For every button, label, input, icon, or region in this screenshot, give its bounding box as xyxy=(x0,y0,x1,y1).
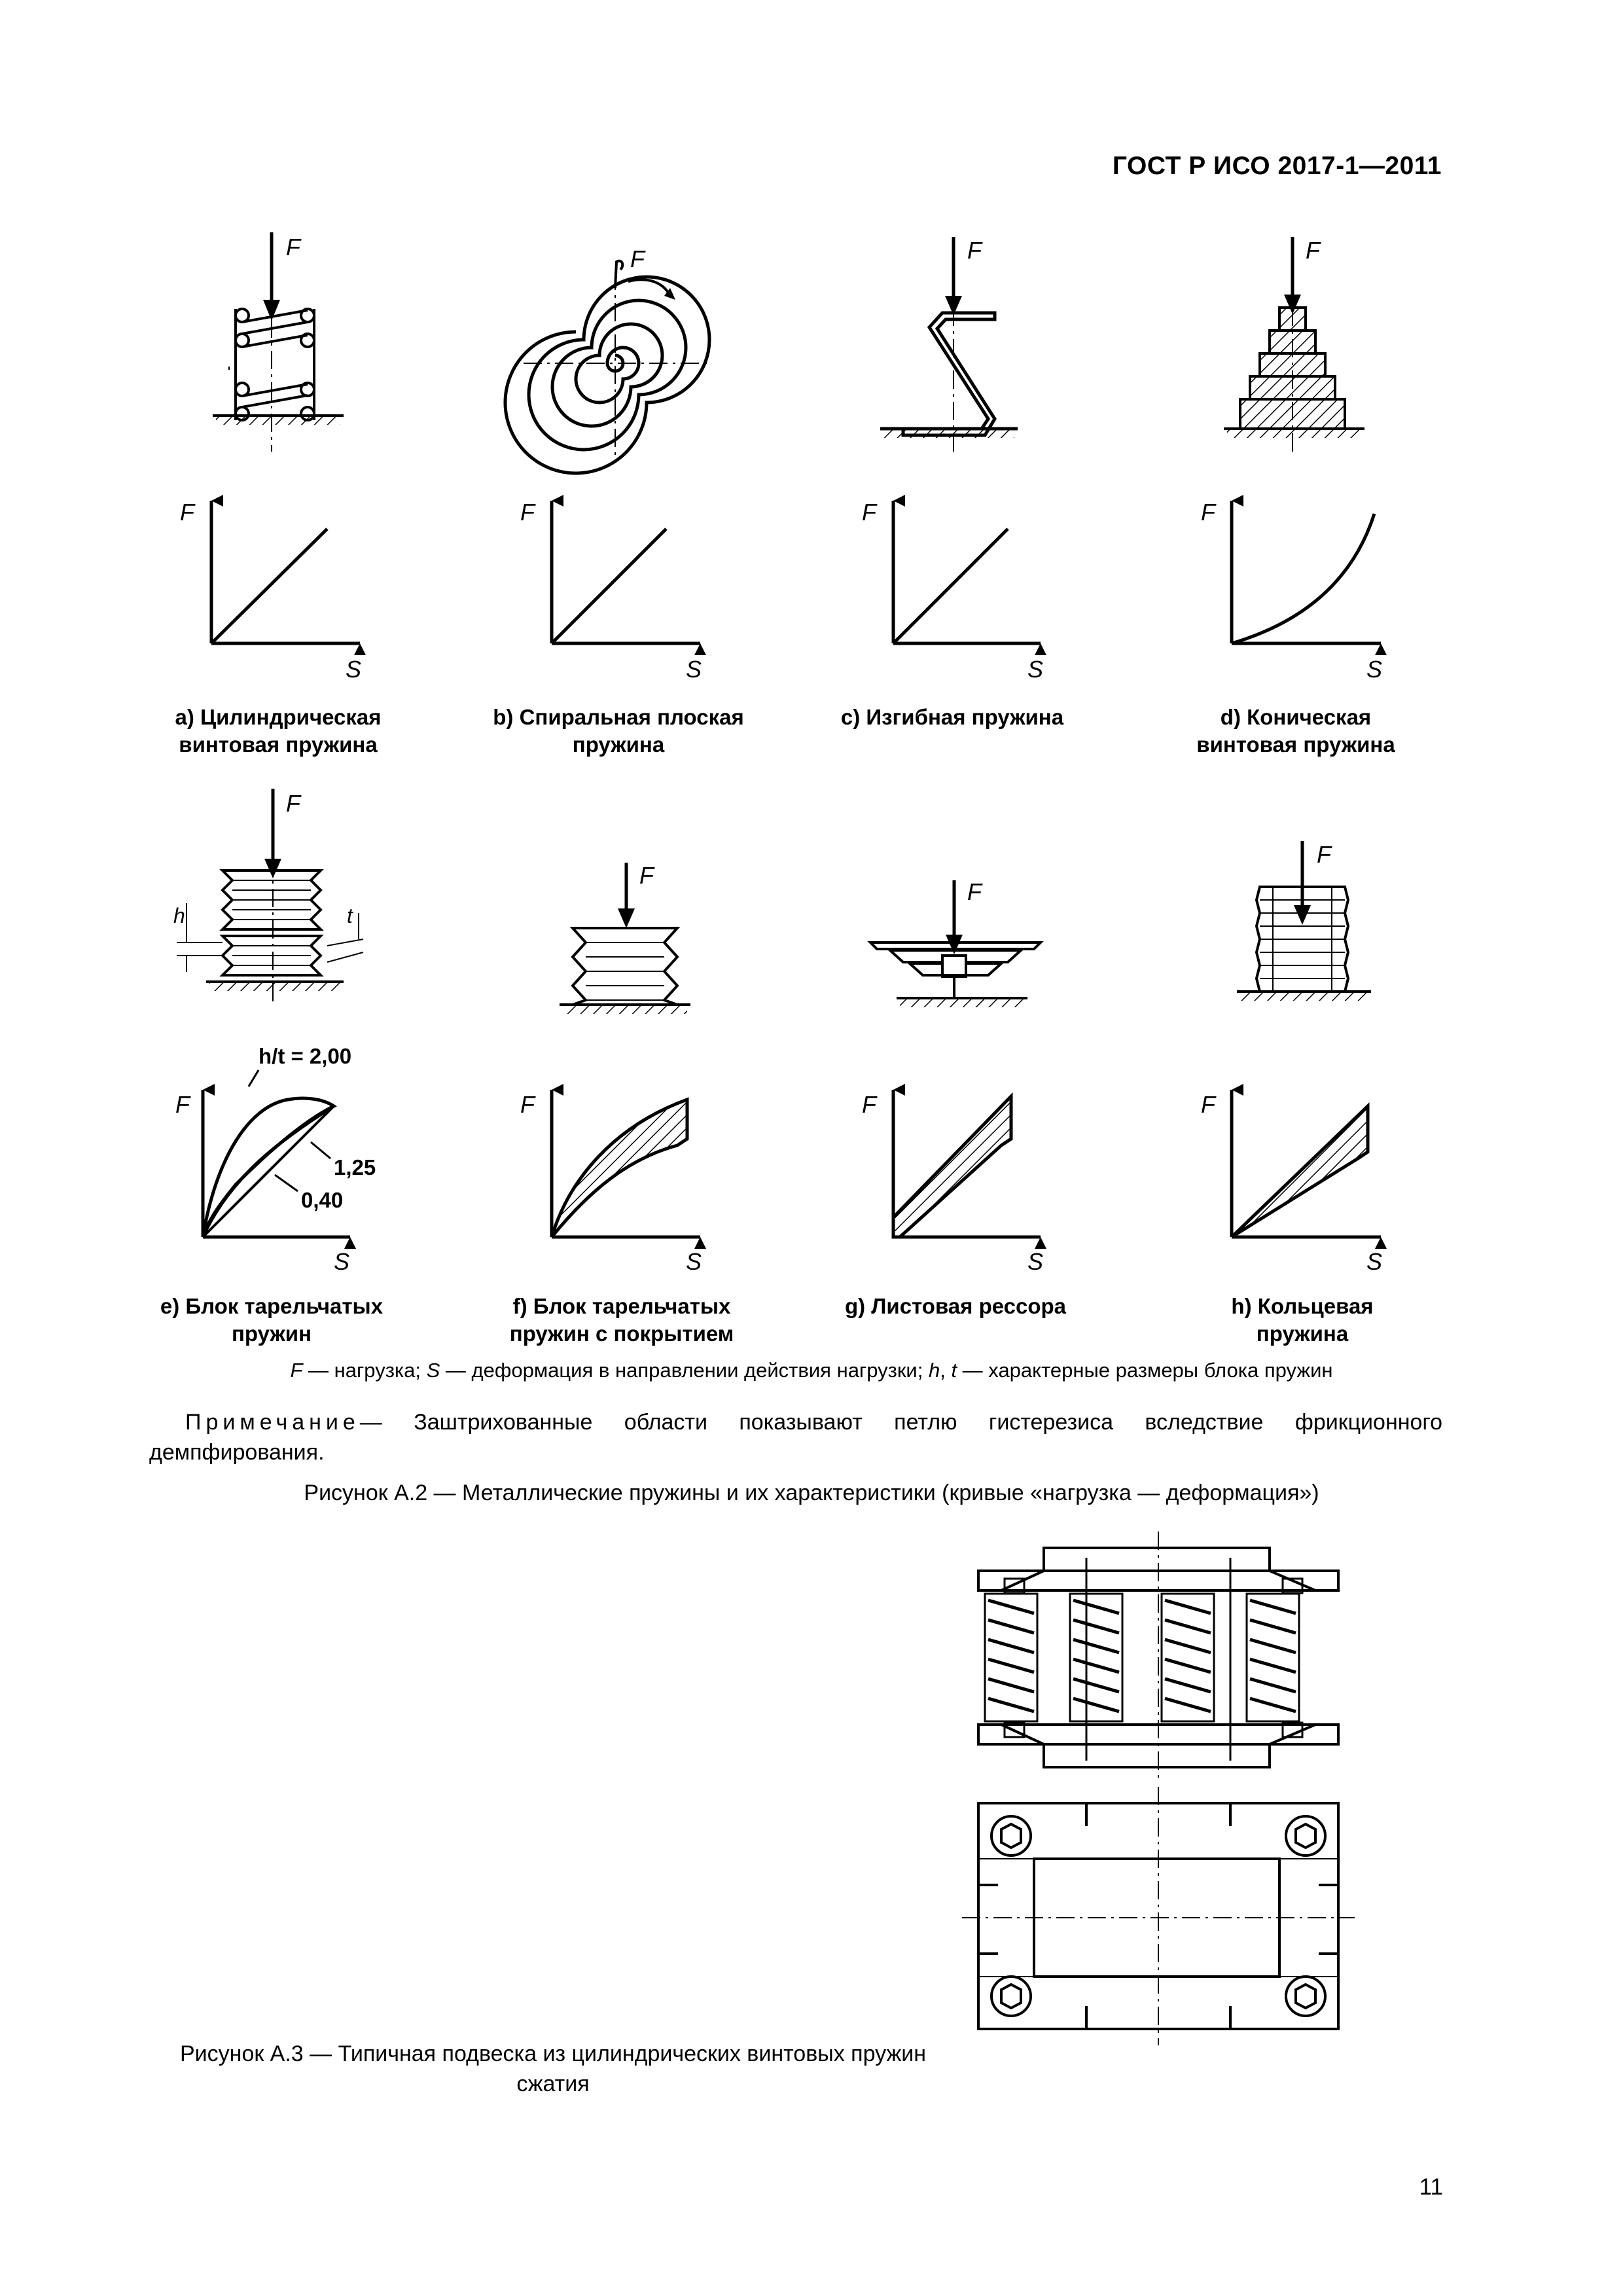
sketch-bending-spring xyxy=(880,237,1018,452)
curve-label-ratio: h/t = 2,00 xyxy=(259,1044,351,1068)
curve-e-mid xyxy=(201,1104,335,1238)
caption-g: g) Листовая рессора xyxy=(844,1294,1067,1318)
note-text: — Заштрихованные области показывают петл… xyxy=(149,1410,1442,1465)
force-label: F xyxy=(639,862,655,889)
axis-label-s: S xyxy=(1027,1248,1043,1275)
axis-label-f: F xyxy=(175,1091,191,1118)
sketch-ring-spring xyxy=(1237,841,1371,1001)
figure-a2-caption: Рисунок А.2 — Металлические пружины и их… xyxy=(304,1480,1319,1505)
page-number: 11 xyxy=(1419,2174,1443,2200)
axis-label-s: S xyxy=(346,656,361,683)
sketch-spiral-spring xyxy=(503,259,711,475)
caption-c: с) Изгибная пружина xyxy=(840,705,1064,729)
sketch-conical-spring xyxy=(1224,237,1364,452)
caption-h: h) Кольцевая пружина xyxy=(1231,1294,1374,1346)
axis-label-f: F xyxy=(1201,499,1217,526)
dimension-h-label: h xyxy=(173,904,185,927)
axis-label-f: F xyxy=(1201,1091,1217,1118)
axis-label-s: S xyxy=(1027,656,1043,683)
force-label: F xyxy=(1306,237,1321,264)
caption-b: b) Спиральная плоская пружина xyxy=(493,705,744,757)
curve-f xyxy=(550,1097,689,1238)
dimension-t-label: t xyxy=(347,904,353,927)
axis-label-f: F xyxy=(862,1091,878,1118)
caption-d: d) Коническая винтовая пружина xyxy=(1196,705,1395,757)
figure-a3-caption: Рисунок А.3 — Типичная подвеска из цилин… xyxy=(180,2041,926,2096)
curve-label-low: 0,40 xyxy=(301,1188,343,1212)
force-label: F xyxy=(967,878,983,905)
graph-row-2 xyxy=(201,1069,1387,1249)
sketch-leaf-spring xyxy=(867,880,1044,1007)
axis-label-s: S xyxy=(1366,656,1382,683)
curve-d xyxy=(1231,513,1376,645)
axis-label-s: S xyxy=(686,656,702,683)
axis-label-s: S xyxy=(686,1248,702,1275)
graph-row-1 xyxy=(209,495,1387,655)
force-label: F xyxy=(630,245,646,272)
sketch-cylindrical-spring xyxy=(213,232,344,452)
sketch-coated-disc-springs xyxy=(560,863,690,1014)
curve-a xyxy=(210,528,329,645)
force-label: F xyxy=(286,234,302,260)
force-label: F xyxy=(967,237,983,264)
caption-a: а) Цилиндрическая винтовая пружина xyxy=(175,705,382,757)
caption-e: е) Блок тарельчатых пружин xyxy=(160,1294,383,1346)
note-prefix: Примечание xyxy=(185,1410,360,1435)
axis-label-s: S xyxy=(334,1248,349,1275)
curve-c xyxy=(892,528,1009,645)
curve-e-low xyxy=(202,1105,335,1238)
axis-label-f: F xyxy=(520,499,536,526)
axis-label-s: S xyxy=(1366,1248,1382,1275)
force-label: F xyxy=(286,790,302,817)
axis-label-f: F xyxy=(180,499,196,526)
document-header: ГОСТ Р ИСО 2017-1—2011 xyxy=(1112,152,1442,180)
caption-f: f) Блок тарельчатых пружин с покрытием xyxy=(509,1294,734,1346)
sketch-disc-spring-stack xyxy=(177,789,364,1001)
axis-label-f: F xyxy=(862,499,878,526)
curve-g xyxy=(891,1092,1013,1239)
note-paragraph: Примечание— Заштрихованные области показ… xyxy=(149,1407,1442,1467)
curve-label-mid: 1,25 xyxy=(334,1155,376,1179)
force-label: F xyxy=(1317,841,1332,868)
axis-label-f: F xyxy=(520,1091,536,1118)
symbols-legend: F — нагрузка; S — деформация в направлен… xyxy=(290,1359,1333,1382)
curve-b xyxy=(550,528,668,645)
suspension-drawing xyxy=(962,1532,1355,2045)
curve-h xyxy=(1230,1102,1370,1239)
